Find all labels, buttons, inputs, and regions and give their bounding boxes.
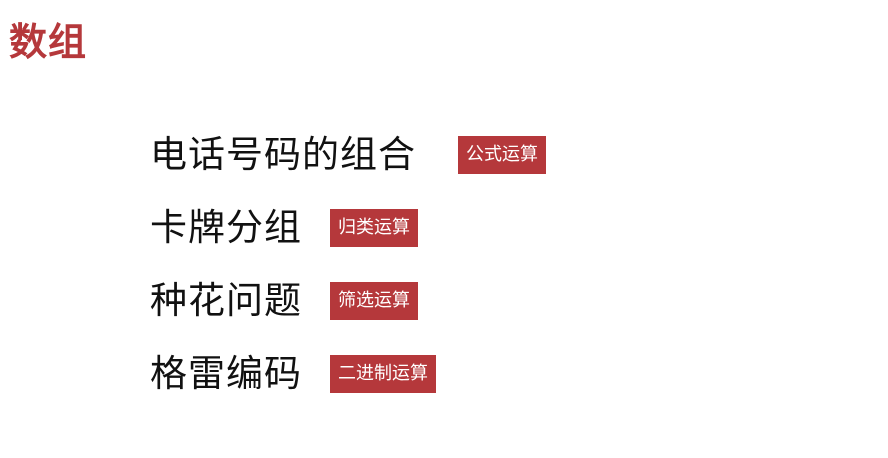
page-title: 数组 <box>9 20 88 64</box>
topic-tag: 公式运算 <box>458 135 546 174</box>
topic-label: 电话号码的组合 <box>150 132 416 176</box>
topic-label: 格雷编码 <box>150 351 302 395</box>
topic-tag: 归类运算 <box>330 208 418 247</box>
topic-row: 卡牌分组 归类运算 <box>150 191 546 264</box>
topic-tag: 筛选运算 <box>330 281 418 320</box>
topic-row: 格雷编码 二进制运算 <box>150 337 546 410</box>
topic-row: 种花问题 筛选运算 <box>150 264 546 337</box>
topic-list: 电话号码的组合 公式运算 卡牌分组 归类运算 种花问题 筛选运算 格雷编码 二进… <box>150 118 546 410</box>
topic-label: 种花问题 <box>150 278 302 322</box>
topic-row: 电话号码的组合 公式运算 <box>150 118 546 191</box>
topic-label: 卡牌分组 <box>150 205 302 249</box>
topic-tag: 二进制运算 <box>330 354 436 393</box>
